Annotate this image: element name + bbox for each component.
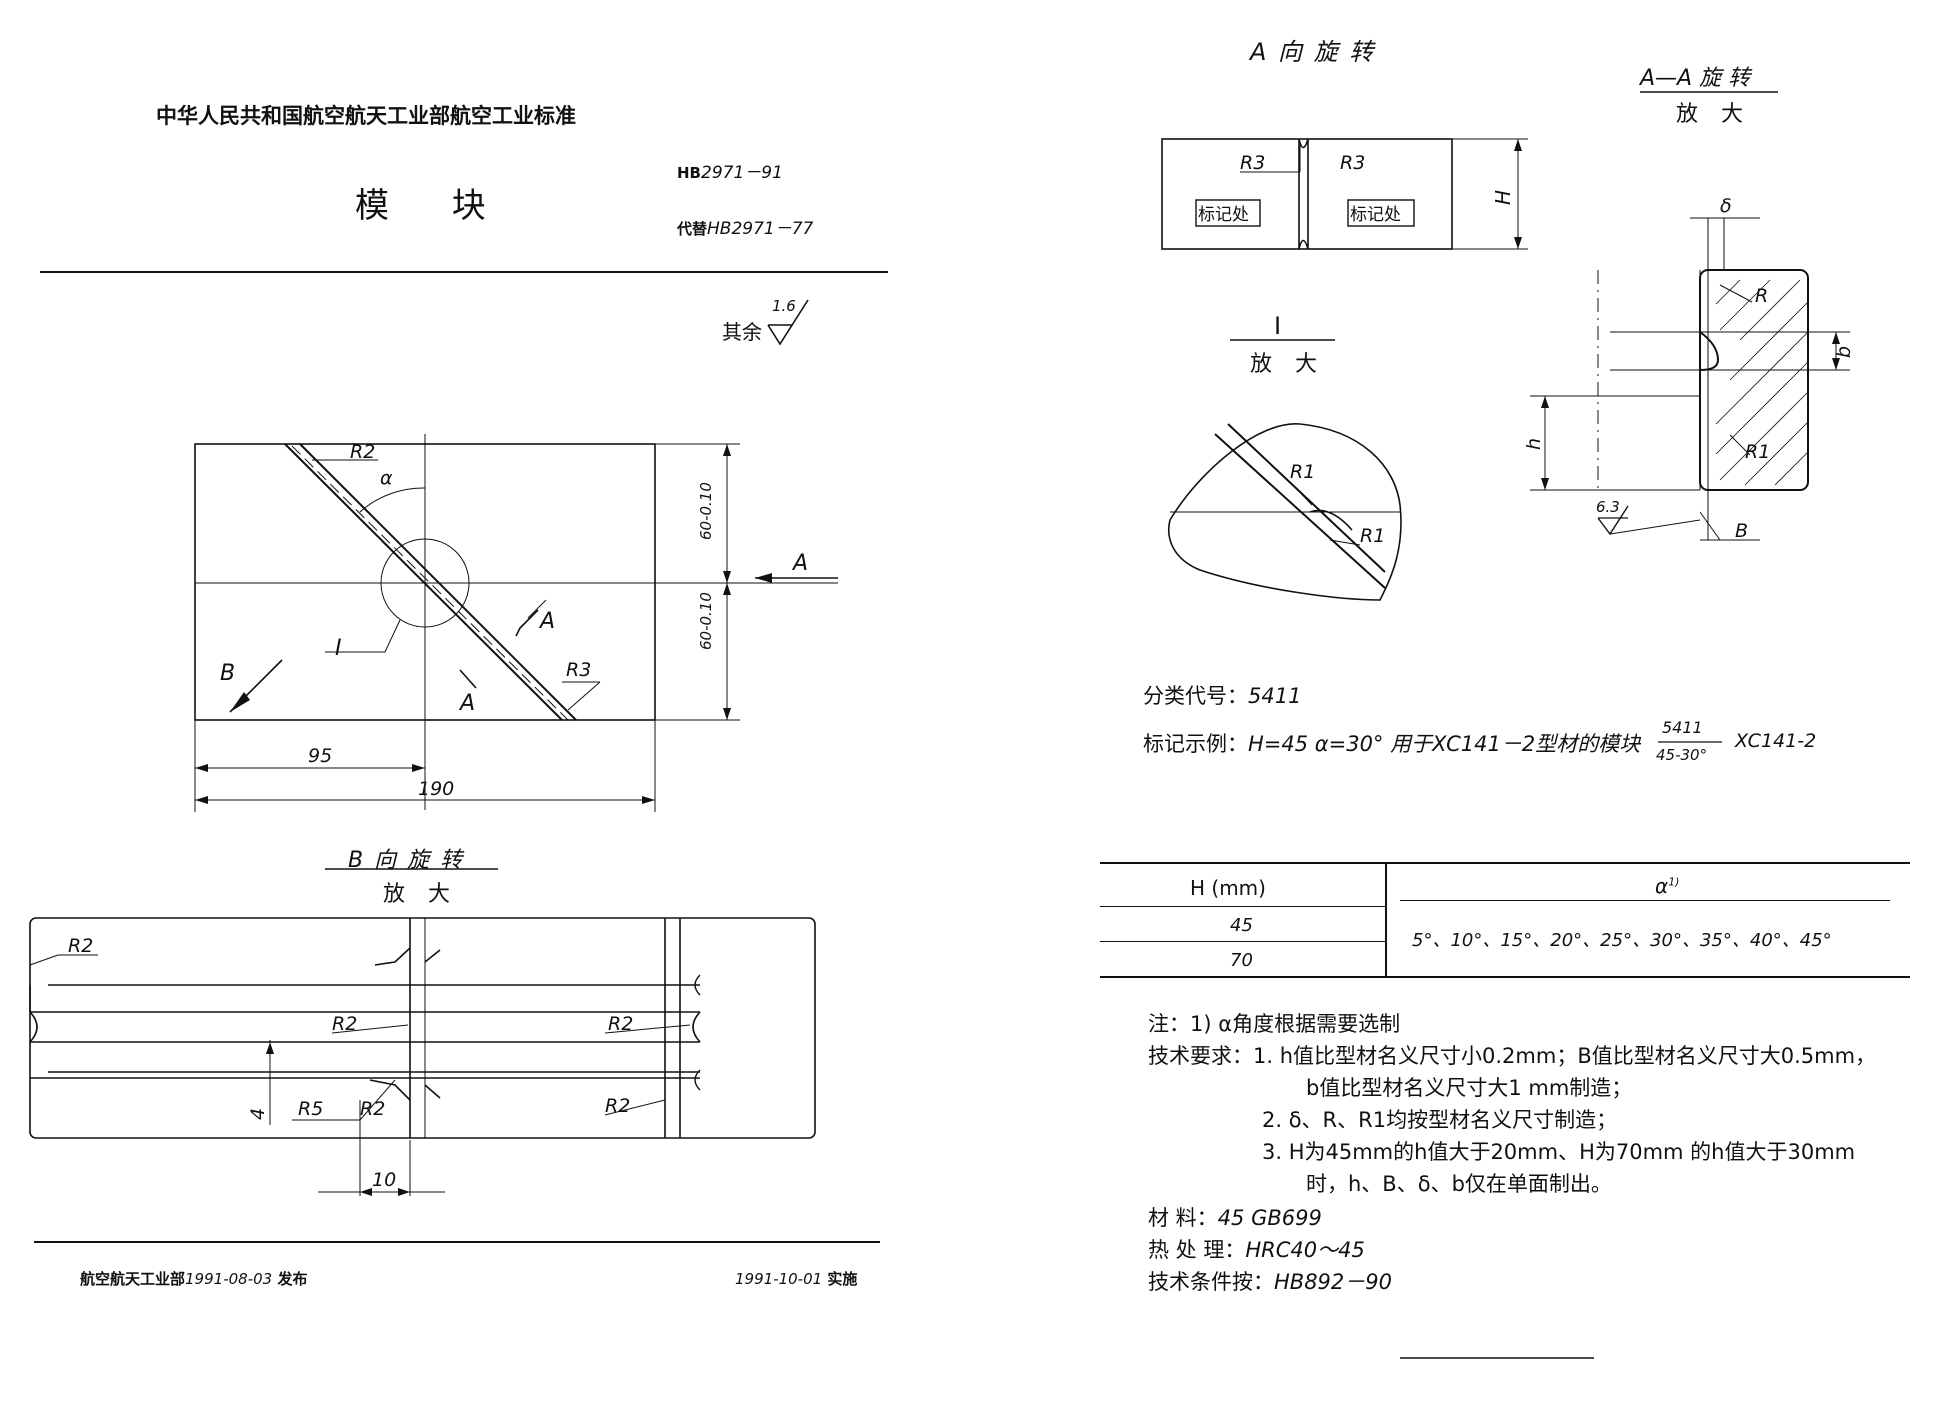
effective-date: 1991-10-01	[735, 1270, 823, 1288]
table-header-h: H (mm)	[1190, 876, 1266, 900]
replaced-prefix: 代替	[677, 220, 708, 238]
heat-treatment-line: 热 处 理：HRC40～45	[1148, 1234, 1365, 1264]
marking-fraction-bottom: 45-30°	[1656, 746, 1708, 764]
bview-r5-label: R5	[298, 1098, 323, 1120]
table-header-rule	[1400, 900, 1890, 901]
note-1-text: 1) α角度根据需要选制	[1190, 1012, 1401, 1036]
classification-value: 5411	[1248, 684, 1302, 708]
table-header-alpha-symbol: α	[1655, 874, 1669, 898]
issued-prefix: 航空航天工业部	[80, 1270, 186, 1288]
aaview-title: A—A 旋 转	[1640, 66, 1751, 91]
aa-delta-label: δ	[1720, 195, 1732, 217]
surface-rest-value: 1.6	[772, 297, 796, 315]
heat-treatment-value: HRC40～45	[1245, 1238, 1365, 1262]
main-alpha-label: α	[380, 467, 393, 489]
aa-big-b-label: B	[1735, 520, 1748, 542]
bview-subtitle: 放 大	[383, 882, 458, 907]
table-row-h-70: 70	[1230, 950, 1253, 971]
surface-rest-label: 其余	[722, 320, 762, 344]
detail-view-subtitle: 放 大	[1250, 352, 1325, 377]
aa-surface-label: 6.3	[1596, 498, 1620, 516]
tolerance-lower-label: 60-0.10	[697, 592, 715, 650]
mark-right-label: 标记处	[1350, 205, 1401, 225]
detail-i-label: I	[335, 636, 342, 661]
tech-requirement-3: 3. H为45mm的h值大于20mm、H为70mm 的h值大于30mm	[1262, 1140, 1856, 1164]
tech-conditions-label: 技术条件按：	[1148, 1270, 1274, 1294]
tech-conditions-line: 技术条件按：HB892－90	[1148, 1266, 1392, 1296]
standard-code-prefix: HB	[677, 164, 701, 182]
aa-r1-label: R1	[1745, 441, 1770, 463]
marking-label: 标记示例：	[1143, 732, 1248, 756]
table-header-alpha: α1)	[1655, 874, 1679, 898]
issued-label: 发布	[277, 1270, 308, 1288]
material-value: 45 GB699	[1217, 1206, 1322, 1230]
table-row-h-45: 45	[1230, 915, 1253, 936]
table-alpha-values: 5°、10°、15°、20°、25°、30°、35°、40°、45°	[1412, 930, 1832, 951]
table-row-rule-2	[1100, 941, 1385, 942]
table-divider	[1385, 864, 1387, 976]
tech-requirements-label: 技术要求：	[1148, 1044, 1253, 1068]
bview-r2-middle-left: R2	[332, 1013, 357, 1035]
detail-r1-top: R1	[1290, 461, 1315, 483]
material-line: 材 料：45 GB699	[1148, 1202, 1322, 1232]
material-label: 材 料：	[1148, 1206, 1218, 1230]
alpha-table: H (mm) α1) 45 70 5°、10°、15°、20°、25°、30°、…	[1100, 862, 1910, 978]
tech-requirement-1-text: 1. h值比型材名义尺寸小0.2mm；B值比型材名义尺寸大0.5mm，	[1253, 1044, 1877, 1068]
heat-treatment-label: 热 处 理：	[1148, 1238, 1246, 1262]
table-header-alpha-note: 1)	[1668, 875, 1680, 889]
section-a-top-label: A	[538, 609, 555, 634]
main-r2-label: R2	[350, 441, 375, 463]
tolerance-upper-label: 60-0.10	[697, 482, 715, 540]
aview-r3-left: R3	[1240, 152, 1265, 174]
issued-line: 航空航天工业部1991-08-03 发布	[80, 1268, 307, 1289]
document-title: 模 块	[355, 186, 512, 226]
tech-requirement-1b: b值比型材名义尺寸大1 mm制造；	[1306, 1076, 1633, 1100]
aview-r3-right: R3	[1340, 152, 1365, 174]
section-a-bottom-label: A	[458, 691, 475, 716]
effective-label: 实施	[827, 1270, 858, 1288]
note-1-label: 注：	[1148, 1012, 1190, 1036]
bview-r2-bottom-right: R2	[605, 1095, 630, 1117]
bview-r2-top-left: R2	[68, 935, 93, 957]
aa-r-label: R	[1755, 285, 1768, 307]
org-standard-title: 中华人民共和国航空航天工业部航空工业标准	[156, 104, 576, 128]
tech-requirement-1: 技术要求：1. h值比型材名义尺寸小0.2mm；B值比型材名义尺寸大0.5mm，	[1148, 1040, 1876, 1070]
bview-r2-middle-right: R2	[608, 1013, 633, 1035]
aaview-subtitle: 放 大	[1676, 102, 1751, 127]
bview-dim-4: 4	[247, 1108, 269, 1120]
classification-line: 分类代号：5411	[1143, 680, 1301, 710]
detail-view-title: I	[1274, 312, 1282, 340]
issued-date: 1991-08-03	[185, 1270, 273, 1288]
marking-text: H=45 α=30° 用于XC141－2型材的模块	[1248, 732, 1641, 756]
tech-requirement-2: 2. δ、R、R1均按型材名义尺寸制造；	[1262, 1108, 1618, 1132]
standard-code-number: 2971－91	[701, 163, 783, 183]
standard-code: HB2971－91	[677, 158, 783, 183]
mark-left-label: 标记处	[1198, 205, 1249, 225]
main-r3-label: R3	[566, 659, 591, 681]
marking-line: 标记示例：H=45 α=30° 用于XC141－2型材的模块	[1143, 728, 1640, 758]
replaced-code-number: HB2971－77	[707, 219, 814, 239]
replaced-code: 代替HB2971－77	[677, 214, 813, 239]
aa-h-label: h	[1523, 438, 1545, 450]
aa-b-small-label: b	[1833, 346, 1855, 358]
detail-r1-bottom: R1	[1360, 525, 1385, 547]
tech-conditions-value: HB892－90	[1274, 1270, 1393, 1294]
dimension-190: 190	[418, 778, 454, 800]
bview-dim-10: 10	[372, 1169, 396, 1191]
aview-title: A 向 旋 转	[1250, 38, 1376, 66]
table-row-rule-1	[1100, 906, 1385, 907]
arrow-a-label: A	[791, 551, 808, 576]
bview-r2-bottom-left: R2	[360, 1098, 385, 1120]
arrow-b-label: B	[220, 661, 235, 686]
marking-fraction-top: 5411	[1662, 718, 1703, 737]
effective-line: 1991-10-01 实施	[735, 1268, 857, 1289]
classification-label: 分类代号：	[1143, 684, 1248, 708]
bview-title: B 向 旋 转	[348, 848, 465, 873]
aview-h-label: H	[1491, 190, 1515, 205]
dimension-95: 95	[308, 745, 332, 767]
tech-requirement-3b: 时，h、B、δ、b仅在单面制出。	[1306, 1172, 1612, 1196]
note-1: 注：1) α角度根据需要选制	[1148, 1008, 1400, 1038]
marking-suffix: XC141-2	[1735, 730, 1817, 752]
